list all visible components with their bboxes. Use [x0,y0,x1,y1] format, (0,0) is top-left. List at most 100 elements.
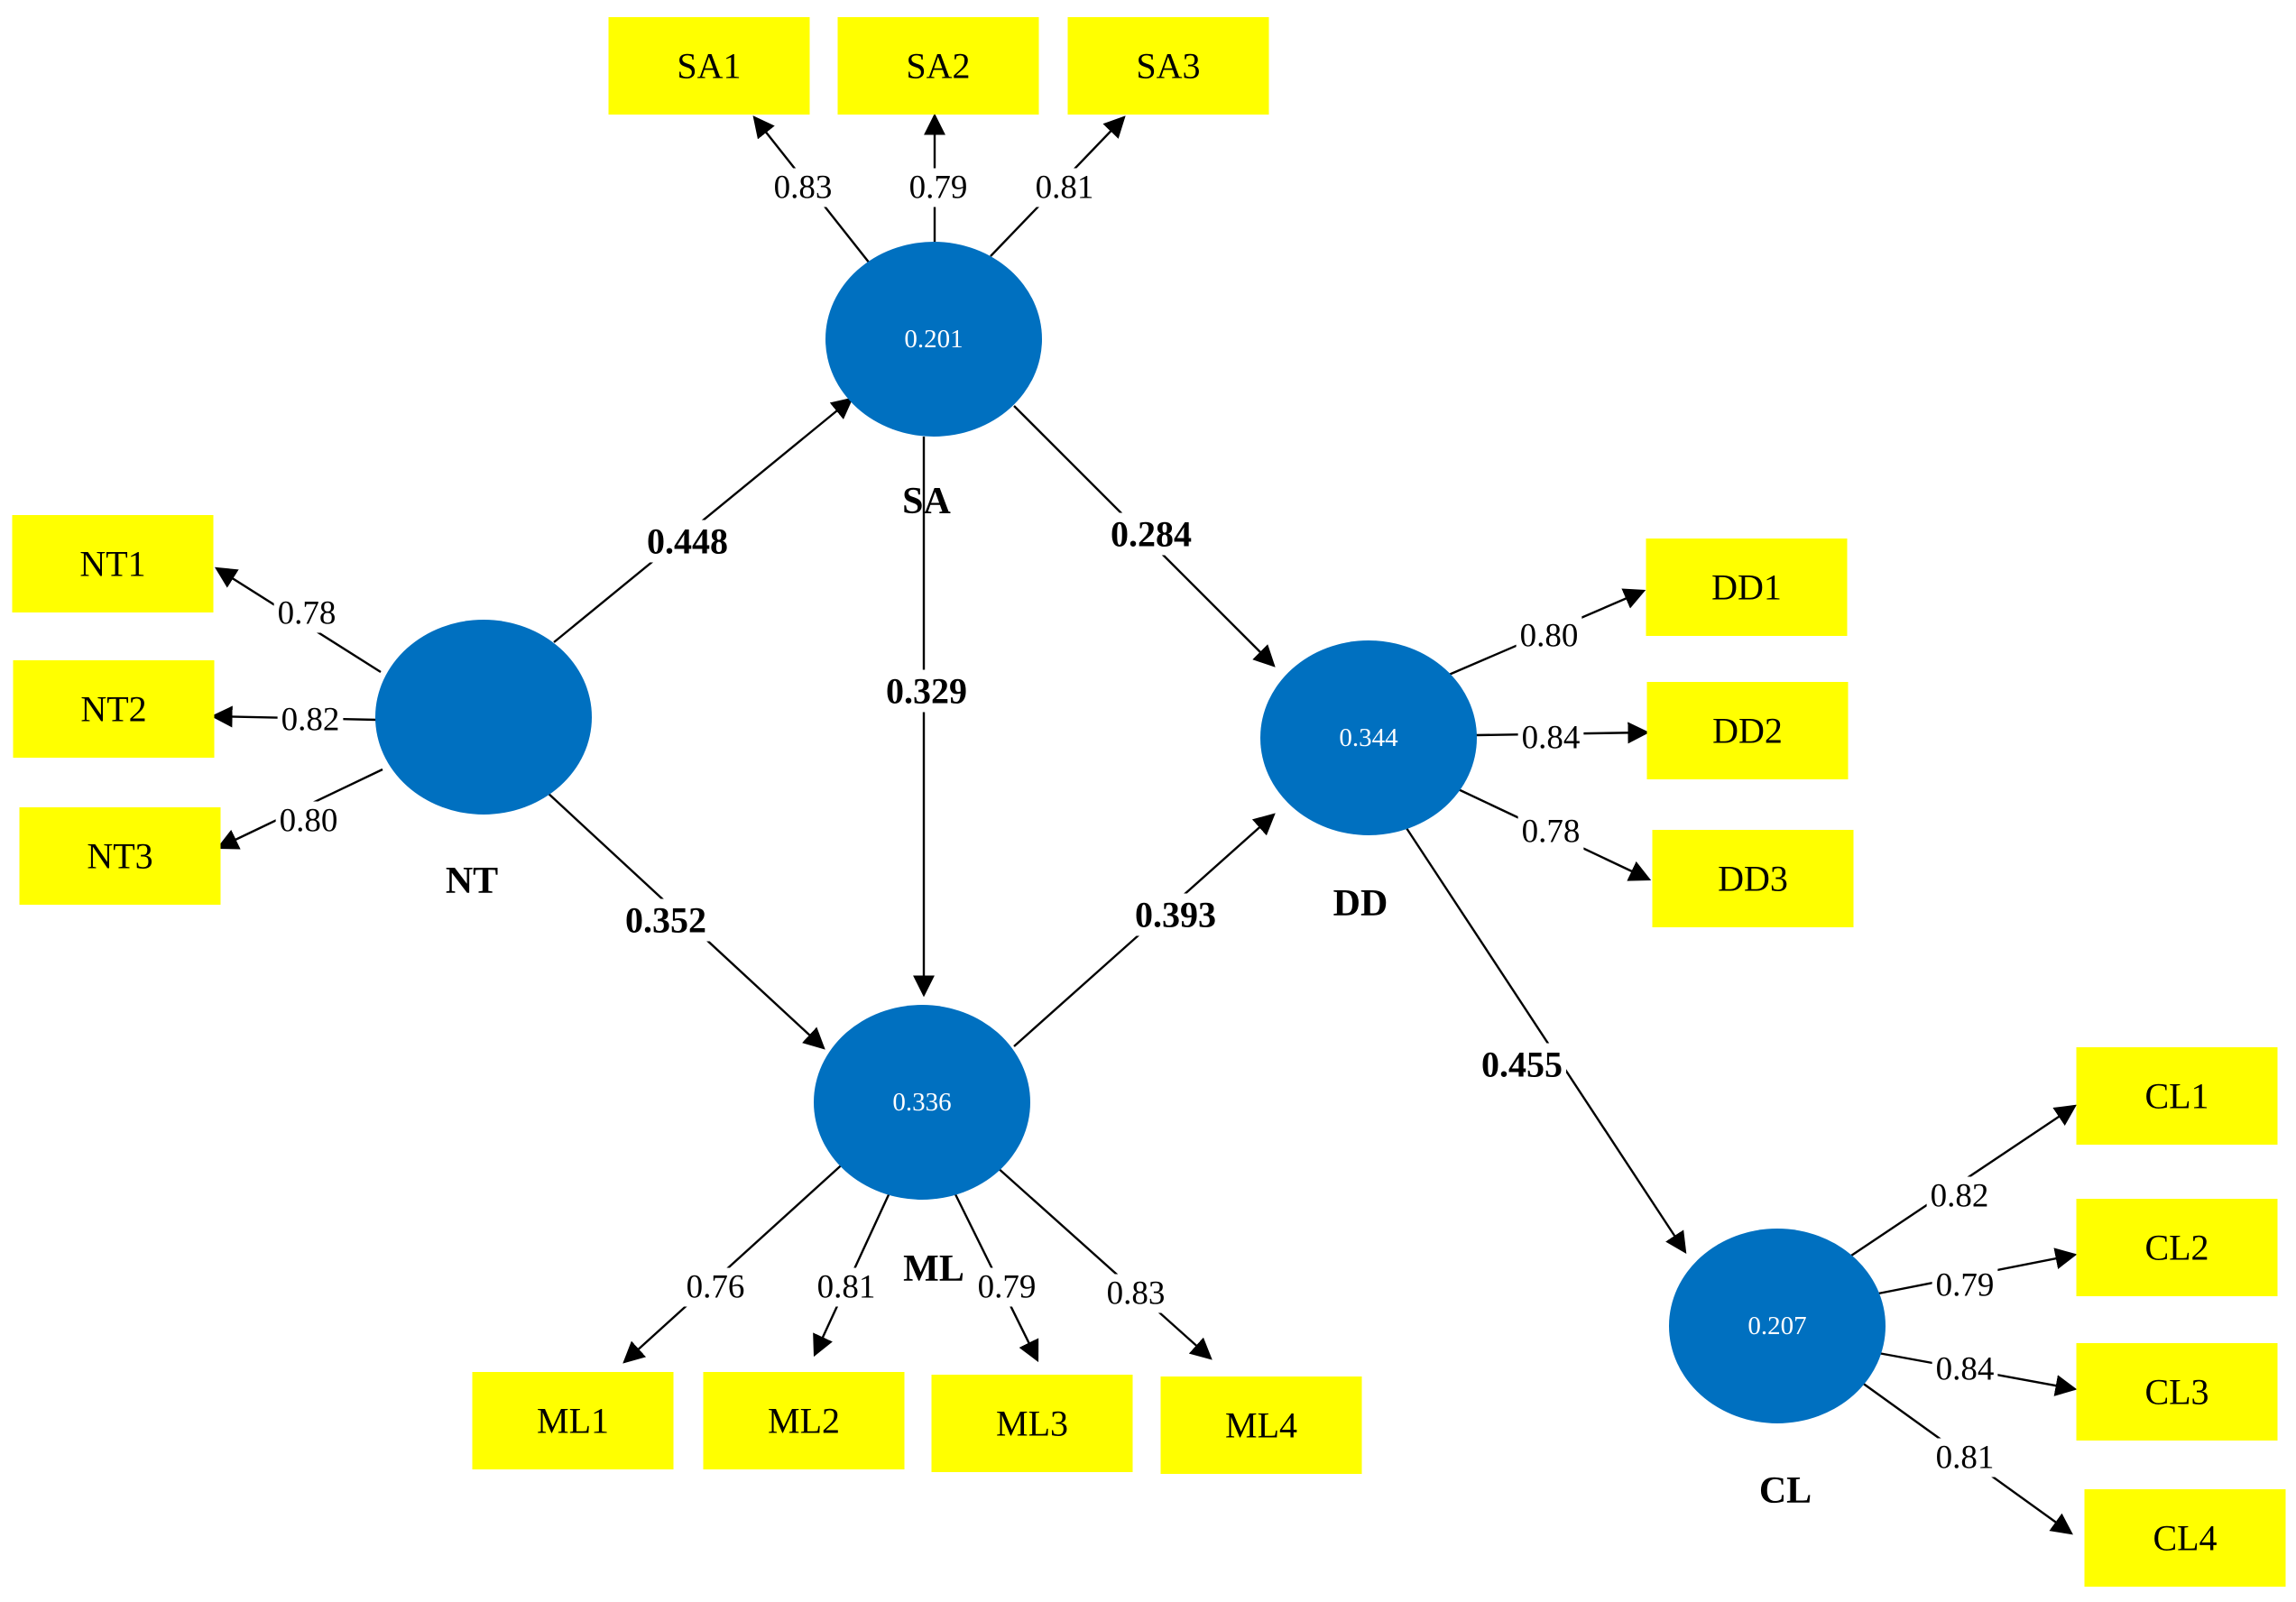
indicator-label: ML4 [1225,1405,1297,1446]
indicator-box [1652,830,1854,927]
loading-value-ml3: 0.79 [978,1269,1037,1306]
indicator-sa3: SA3 [1067,17,1269,115]
path-coefficient-dd-cl-bg [1478,1043,1566,1086]
indicator-box [2084,1489,2286,1587]
indicator-label: CL4 [2153,1518,2217,1559]
indicator-box [2076,1047,2278,1145]
construct-label: ML [903,1248,964,1290]
indicator-nt1: NT1 [12,515,214,612]
indicator-box [1160,1376,1362,1474]
loading-value-cl3-bg [1932,1349,1998,1389]
loading-value-nt3-group: 0.80 [275,801,342,841]
construct-circle [375,620,592,815]
loading-value-nt1-bg [273,594,340,633]
indicator-nt2: NT2 [13,660,215,758]
indicator-nt3: NT3 [19,807,221,905]
construct-circle [1260,640,1477,835]
path-coefficient-nt-ml: 0.352 [625,900,706,941]
construct-r2-value: 0.201 [904,325,963,354]
construct-circle [825,242,1042,437]
loading-value-sa2: 0.79 [909,170,968,207]
loading-value-cl2-bg [1932,1266,1998,1305]
indicator-box [1067,17,1269,115]
loading-value-nt2-group: 0.82 [277,700,344,740]
construct-label: CL [1759,1470,1812,1512]
path-coefficient-sa-ml-bg [882,669,971,713]
path-coefficient-ml-dd-group: 0.393 [1131,893,1220,936]
loading-value-ml2: 0.81 [817,1269,876,1306]
indicator-box [472,1372,674,1469]
construct-label: SA [902,481,951,522]
loading-value-nt2: 0.82 [281,702,340,739]
path-coefficient-nt-sa-group: 0.448 [643,520,732,563]
loading-value-cl2: 0.79 [1936,1267,1995,1304]
construct-r2-value: 0.336 [892,1088,951,1117]
indicator-dd3: DD3 [1652,830,1854,927]
loading-value-sa3: 0.81 [1036,170,1094,207]
indicator-label: ML1 [537,1401,609,1441]
construct-label: DD [1333,883,1388,925]
loading-value-sa2-group: 0.79 [905,168,972,207]
indicator-label: ML2 [768,1401,840,1441]
indicator-box [608,17,810,115]
loading-value-ml2-bg [813,1267,880,1307]
loading-value-cl4: 0.81 [1936,1440,1995,1477]
path-arrow-dd-cl [1403,824,1687,1255]
indicator-dd1: DD1 [1646,539,1848,636]
path-coefficient-sa-dd-bg [1107,512,1195,556]
indicator-label: DD2 [1712,711,1783,751]
loading-value-dd1-group: 0.80 [1516,616,1582,656]
loading-value-ml1: 0.76 [687,1269,745,1306]
loading-value-dd2-group: 0.84 [1517,718,1584,758]
path-coefficient-ml-dd-bg [1131,893,1220,936]
indicator-box [837,17,1039,115]
loading-value-ml4: 0.83 [1107,1275,1166,1312]
loading-value-nt2-bg [277,700,344,740]
path-coefficient-ml-dd: 0.393 [1135,895,1216,935]
loading-value-cl3: 0.84 [1936,1351,1995,1388]
path-coefficient-sa-ml-group: 0.329 [882,669,971,713]
path-coefficient-nt-sa-bg [643,520,732,563]
path-coefficient-sa-ml: 0.329 [886,671,967,712]
indicator-box [1646,682,1849,779]
path-coefficient-dd-cl: 0.455 [1481,1045,1563,1085]
indicator-cl2: CL2 [2076,1199,2278,1296]
loading-value-cl1-group: 0.82 [1926,1176,1993,1216]
indicator-box [13,660,215,758]
indicator-label: CL2 [2144,1228,2208,1268]
loading-value-dd2-bg [1517,718,1584,758]
labels-layer: 0.83 0.79 0.81 0.78 0.82 0.80 0.80 0.84 0.78 0.76… [273,168,1998,1478]
loading-value-dd3: 0.78 [1522,814,1581,851]
path-coefficient-nt-ml-bg [622,898,710,942]
indicator-box [931,1375,1133,1472]
loading-value-sa3-group: 0.81 [1031,168,1098,207]
loading-value-dd3-group: 0.78 [1517,812,1584,852]
path-coefficient-dd-cl-group: 0.455 [1478,1043,1566,1086]
loading-value-sa1-group: 0.83 [770,168,836,207]
loading-value-nt1: 0.78 [278,595,337,632]
path-coefficient-sa-dd-group: 0.284 [1107,512,1195,556]
loading-value-sa1-bg [770,168,836,207]
construct-nt: NT [375,620,592,902]
loading-value-nt3-bg [275,801,342,841]
indicator-box [2076,1343,2278,1441]
indicator-label: SA2 [906,46,970,87]
indicator-label: DD3 [1718,859,1788,899]
loading-value-ml3-bg [973,1267,1040,1307]
loading-value-sa2-bg [905,168,972,207]
indicator-box [1646,539,1848,636]
indicator-label: NT2 [80,689,146,730]
indicator-label: SA3 [1136,46,1200,87]
path-coefficient-nt-sa: 0.448 [647,521,728,562]
loading-arrow-ml4 [995,1165,1213,1360]
indicator-cl4: CL4 [2084,1489,2286,1587]
loading-value-dd2: 0.84 [1522,720,1581,757]
indicator-ml4: ML4 [1160,1376,1362,1474]
indicator-cl3: CL3 [2076,1343,2278,1441]
loading-value-cl1-bg [1926,1176,1993,1216]
loading-value-dd1: 0.80 [1520,618,1579,655]
